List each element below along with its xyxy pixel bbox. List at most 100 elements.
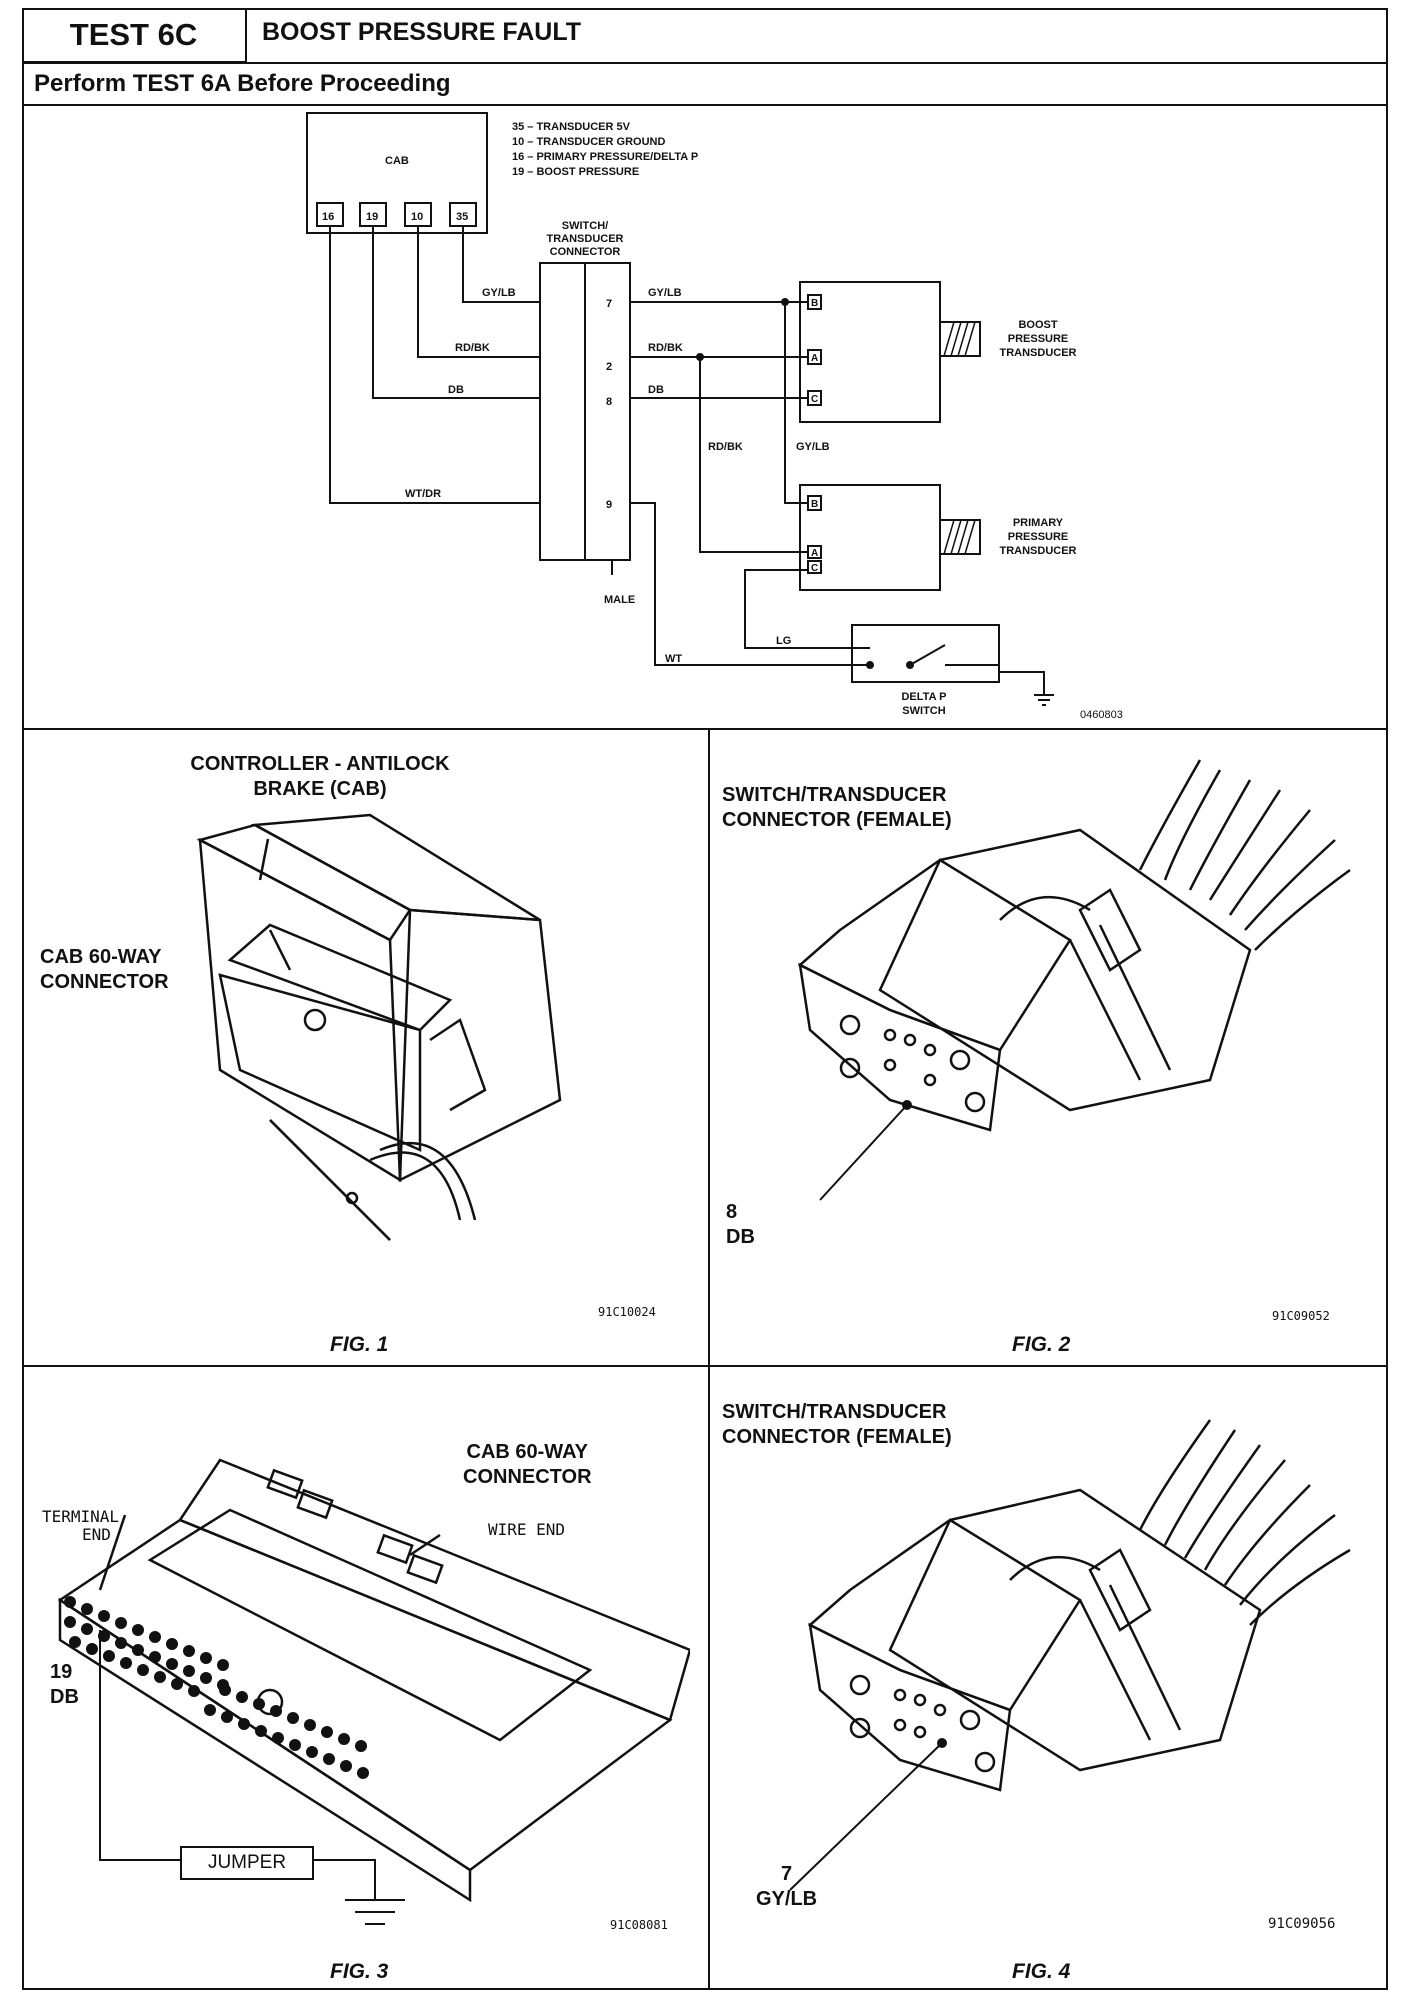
fig3-pin [253,1698,265,1710]
primary-label-3: TRANSDUCER [1000,545,1077,557]
boost-label-2: PRESSURE [1008,333,1069,345]
wire-rdbk-left: RD/BK [455,342,490,354]
male-label: MALE [604,594,635,606]
fig3-pin [120,1657,132,1669]
wire-wtdr-left: WT/DR [405,488,441,500]
fig3-pin [132,1624,144,1636]
legend-line-2: 10 – TRANSDUCER GROUND [512,136,665,148]
boost-label-1: BOOST [1018,319,1057,331]
connector-label-2: TRANSDUCER [547,233,624,245]
fig3-pin [149,1651,161,1663]
fig1-connector-label: CAB 60-WAY CONNECTOR [40,946,169,993]
cab-pin-19: 19 [366,211,378,223]
connector-pin-9: 9 [606,499,612,511]
delta-p-switch-box [851,624,1000,683]
fig3-pin [204,1704,216,1716]
wire-gylb-drop: GY/LB [796,441,830,453]
fig3-pin [98,1610,110,1622]
fig3-pin [236,1691,248,1703]
fig1-caption: FIG. 1 [330,1333,389,1356]
fig3-pin [81,1603,93,1615]
fig3-pin [86,1643,98,1655]
fig3-pin [188,1685,200,1697]
fig3-pin [64,1616,76,1628]
connector-pin-7: 7 [606,298,612,310]
header-divider [22,62,1388,64]
jumper-box: JUMPER [180,1846,314,1880]
wire-lg: LG [776,635,791,647]
fig3-pin [289,1739,301,1751]
fig3-pin [304,1719,316,1731]
boost-pin-a: A [811,353,818,364]
wire-db-right: DB [648,384,664,396]
fig3-pin [137,1664,149,1676]
fig2-connector-illustration [797,759,1351,1201]
primary-label-2: PRESSURE [1008,531,1069,543]
fig3-pin [219,1684,231,1696]
fig3-pin [238,1718,250,1730]
legend-line-3: 16 – PRIMARY PRESSURE/DELTA P [512,151,698,163]
fig2-caption: FIG. 2 [1012,1333,1071,1356]
cab-pin-16: 16 [322,211,334,223]
fig4-caption: FIG. 4 [1012,1960,1071,1983]
section-divider-1 [22,728,1388,730]
page-title: BOOST PRESSURE FAULT [262,18,582,46]
wire-gylb-right: GY/LB [648,287,682,299]
fig3-pin [154,1671,166,1683]
fig2-code: 91C09052 [1272,1309,1330,1323]
fig4-connector-illustration [789,1419,1351,1891]
fig3-pin [132,1644,144,1656]
fig3-pin [183,1665,195,1677]
primary-pin-b: B [811,499,818,510]
cab-label: CAB [385,155,409,167]
fig3-pin [103,1650,115,1662]
connector-label-1: SWITCH/ [562,220,608,232]
fig3-pin [200,1652,212,1664]
fig3-pin [338,1733,350,1745]
fig2-connector-label: SWITCH/TRANSDUCER CONNECTOR (FEMALE) [722,784,952,831]
page-frame [22,8,1388,1990]
wire-wt: WT [665,653,682,665]
fig1-cab-illustration [196,813,562,1241]
connector-pin-8: 8 [606,396,612,408]
instruction: Perform TEST 6A Before Proceeding [34,70,451,97]
figure-divider [708,728,710,1990]
fig3-wire-end-label: WIRE END [488,1520,566,1539]
fig3-pin [115,1637,127,1649]
fig3-pin [340,1760,352,1772]
fig4-pin-label: 7 GY/LB [756,1863,818,1910]
boost-pin-b: B [811,298,818,309]
wire-rdbk-drop: RD/BK [708,441,743,453]
fig3-connector-label: CAB 60-WAY CONNECTOR [463,1441,592,1488]
fig3-pin [272,1732,284,1744]
connector-label-3: CONNECTOR [550,246,621,258]
connector-pin-2: 2 [606,361,612,373]
fig4-connector-label: SWITCH/TRANSDUCER CONNECTOR (FEMALE) [722,1401,952,1448]
wire-db-left: DB [448,384,464,396]
fig3-pin-label: 19 DB [50,1661,79,1708]
fig3-pin [287,1712,299,1724]
wiring-schematic: CAB 16 19 10 35 35 – TRANSDUCER 5V 10 – … [306,112,1123,721]
fig3-pin [64,1596,76,1608]
schematic-drawing-code: 0460803 [1080,709,1123,721]
primary-label-1: PRIMARY [1013,517,1064,529]
primary-pin-c: C [811,563,818,574]
fig3-pin [357,1767,369,1779]
fig3-pin [221,1711,233,1723]
fig3-pin [255,1725,267,1737]
fig3-pin [306,1746,318,1758]
switch-label-1: DELTA P [901,691,946,703]
fig3-pin [81,1623,93,1635]
section-divider-2 [22,1365,1388,1367]
fig3-pin [183,1645,195,1657]
fig2-pin-label: 8 DB [726,1201,755,1248]
boost-label-3: TRANSDUCER [1000,347,1077,359]
fig1-controller-label: CONTROLLER - ANTILOCK BRAKE (CAB) [190,753,450,800]
primary-pin-a: A [811,548,818,559]
wire-gylb-left: GY/LB [482,287,516,299]
fig3-pin [200,1672,212,1684]
fig3-pin [270,1705,282,1717]
fig3-pin [323,1753,335,1765]
boost-pin-c: C [811,394,818,405]
fig3-terminal-end-label: TERMINAL END [42,1507,120,1544]
